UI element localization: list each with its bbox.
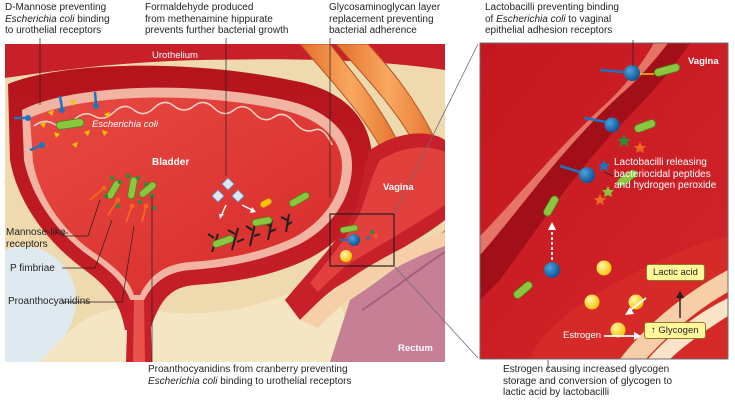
conversion-arrows <box>604 291 684 340</box>
lacto-bind-line-1: Lactobacilli preventing binding <box>485 2 619 13</box>
vagina-right-label: Vagina <box>688 56 719 67</box>
urothelium-label: Urothelium <box>152 50 198 61</box>
lacto-release-line-2: bacteriocidal peptides <box>614 168 711 180</box>
bladder-label: Bladder <box>152 157 190 168</box>
left-anatomy-panel <box>5 44 445 362</box>
lacto-release-line-3: and hydrogen peroxide <box>614 180 717 191</box>
lactobacilli-releasing-label: Lactobacilli releasing bacteriocidal pep… <box>614 157 716 192</box>
ecoli-bacterium-top <box>55 118 85 130</box>
glycogen-box: ↑ Glycogen <box>644 322 706 339</box>
gag-line-3: bacterial adherence <box>329 25 417 36</box>
lactobacilli <box>584 260 644 338</box>
proanthocyanidin-dots <box>103 173 157 211</box>
mannose-like-line-2: receptors <box>6 238 48 250</box>
d-mannose-label: D-Mannose preventing Escherichia coli bi… <box>5 2 110 37</box>
gag-label: Glycosaminoglycan layer replacement prev… <box>329 2 440 37</box>
d-mannose-line-2: Escherichia coli binding <box>5 14 110 26</box>
mannose-like-line-1: Mannose-like <box>6 227 66 238</box>
bacteriocidal-stars <box>594 134 646 205</box>
ecoli-label: Escherichia coli <box>92 119 158 130</box>
gag-line-1: Glycosaminoglycan layer <box>329 2 441 13</box>
leader-lines <box>39 38 634 370</box>
lacto-bind-of: of <box>485 13 497 25</box>
d-mannose-ecoli: Escherichia coli <box>5 13 75 25</box>
zoom-connector-lines <box>393 43 479 359</box>
formaldehyde-line-3: prevents further bacterial growth <box>145 25 289 36</box>
p-fimbriae-label: P fimbriae <box>10 263 55 274</box>
blocked-adhesion-arrow <box>548 222 556 260</box>
d-mannose-line-3: to urothelial receptors <box>5 25 102 36</box>
cranberry-ecoli: Escherichia coli <box>148 375 218 387</box>
estrogen-note-line-1: Estrogen causing increased glycogen <box>503 364 670 375</box>
proanthocyanidins-label: Proanthocyanidins <box>8 296 91 307</box>
lacto-release-line-1: Lactobacilli releasing <box>614 157 707 168</box>
vagina-left-label: Vagina <box>383 182 414 193</box>
lacto-bind-ecoli: Escherichia coli <box>496 13 566 25</box>
p-fimbriae-bacteria <box>89 176 157 223</box>
cranberry-label: Proanthocyanidins from cranberry prevent… <box>148 364 351 387</box>
vagina-inset-box <box>329 213 395 267</box>
cranberry-binding: binding to urothelial receptors <box>217 375 352 387</box>
cranberry-line-2: Escherichia coli binding to urothelial r… <box>148 376 351 388</box>
lacto-bind-line-3: epithelial adhesion receptors <box>485 25 613 36</box>
lacto-bind-line-2: of Escherichia coli to vaginal <box>485 14 619 26</box>
mannose-receptors-top <box>14 91 99 152</box>
mannose-like-label: Mannose-like receptors <box>6 227 65 250</box>
right-panel-frame <box>479 42 729 360</box>
estrogen-label: Estrogen <box>563 330 602 341</box>
vaginal-receptors <box>544 65 640 278</box>
formaldehyde-line-1: Formaldehyde produced <box>145 2 254 13</box>
d-mannose-triangles <box>40 100 110 148</box>
estrogen-note-line-3: lactic acid by lactobacilli <box>503 387 610 398</box>
lactic-acid-box: Lactic acid <box>646 264 705 281</box>
formaldehyde-line-2: from methenamine hippurate <box>145 13 273 25</box>
lacto-bind-to-vaginal: to vaginal <box>565 13 612 25</box>
formaldehyde-label: Formaldehyde produced from methenamine h… <box>145 2 288 37</box>
estrogen-note-label: Estrogen causing increased glycogen stor… <box>503 364 672 399</box>
estrogen-note-line-2: storage and conversion of glycogen to <box>503 375 672 387</box>
right-vagina-zoom-panel <box>480 43 728 359</box>
d-mannose-line-1: D-Mannose preventing <box>5 2 107 13</box>
gag-bacteria <box>212 191 310 248</box>
rectum-label: Rectum <box>398 343 433 354</box>
formaldehyde-molecules <box>211 177 256 219</box>
ecoli-right-panel <box>513 63 681 299</box>
cranberry-line-1: Proanthocyanidins from cranberry prevent… <box>148 364 348 375</box>
lactobacilli-binding-label: Lactobacilli preventing binding of Esche… <box>485 2 619 37</box>
d-mannose-binding: binding <box>74 13 110 25</box>
gag-line-2: replacement preventing <box>329 13 434 25</box>
